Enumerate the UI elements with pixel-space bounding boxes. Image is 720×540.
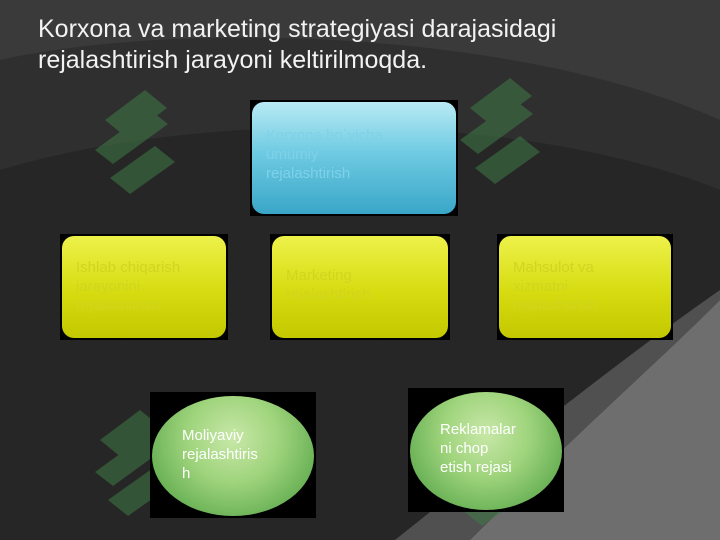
node-text-line: jarayonini [76, 278, 141, 295]
slide-title-line: Korxona va marketing strategiyasi daraja… [38, 15, 557, 43]
node-marketing-planning: Marketing rejalashtirish [272, 236, 448, 338]
node-advertising-plan: Reklamalar ni chop etish rejasi [410, 392, 562, 510]
node-text-line: rejalashtirish [266, 165, 351, 182]
node-text-line: xizmatni [513, 278, 569, 295]
node-text-line: rejalashtirish [286, 286, 371, 303]
slide-title: Korxona va marketing strategiyasi daraja… [38, 14, 678, 76]
node-production-planning: Ishlab chiqarish jarayonini rejalashtiri… [62, 236, 226, 338]
node-product-service-planning: Mahsulot va xizmatni rejalashtirish [499, 236, 671, 338]
node-text-line: ni chop [440, 440, 489, 457]
node-general-planning: Korxona bo`yicha umumiy rejalashtirish [252, 102, 456, 214]
node-text-line: Ishlab chiqarish [76, 259, 181, 276]
slide-title-line: rejalashtirish jarayoni keltirilmoqda. [38, 46, 428, 74]
node-text-line: Moliyaviy [182, 427, 244, 444]
node-text-line: rejalashtirish [76, 297, 161, 314]
node-text-line: rejalashtirish [513, 297, 598, 314]
node-text-line: etish rejasi [440, 459, 512, 476]
node-text-line: Korxona bo`yicha [266, 127, 383, 144]
node-text-line: h [182, 465, 191, 482]
node-text-line: Mahsulot va [513, 259, 594, 276]
node-financial-planning: Moliyaviy rejalashtiris h [152, 396, 314, 516]
node-text-line: umumiy [266, 146, 319, 163]
node-text-line: rejalashtiris [182, 446, 258, 463]
node-text-line: Marketing [286, 267, 352, 284]
node-text-line: Reklamalar [440, 421, 516, 438]
